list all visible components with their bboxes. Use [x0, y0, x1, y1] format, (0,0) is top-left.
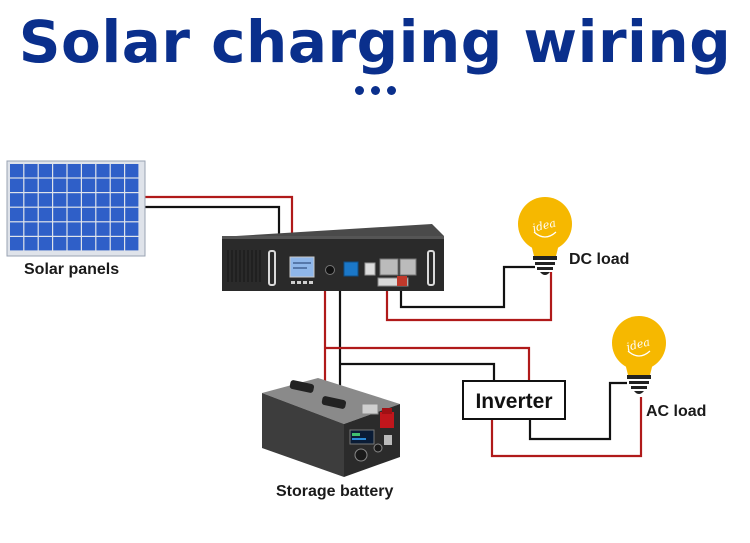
solar-cell — [24, 178, 38, 192]
solar-cell — [10, 164, 24, 178]
solar-cell — [125, 207, 139, 222]
dc-bulb-text: idea — [531, 216, 557, 234]
solar-cell — [125, 164, 139, 178]
solar-cell — [110, 207, 124, 222]
solar-cell — [53, 193, 67, 207]
dc-load-positive-wire — [385, 272, 553, 322]
solar-cell — [53, 207, 67, 222]
charge-controller — [222, 224, 444, 291]
solar-cell — [24, 237, 38, 251]
storage-battery — [262, 378, 400, 477]
inverter-positive-wire — [325, 346, 531, 381]
ac-load-label: AC load — [646, 403, 707, 420]
solar-cell — [24, 164, 38, 178]
solar-cell — [67, 164, 81, 178]
ac-load-negative-wire — [528, 381, 627, 441]
solar-cell — [10, 193, 24, 207]
solar-negative-wire — [145, 205, 281, 236]
solar-cell — [82, 193, 96, 207]
solar-cell — [125, 237, 139, 251]
solar-cell — [38, 164, 52, 178]
solar-cell — [96, 237, 110, 251]
solar-cell — [67, 222, 81, 236]
solar-cell — [67, 178, 81, 192]
solar-cell — [38, 193, 52, 207]
solar-cell — [110, 193, 124, 207]
solar-cell — [38, 178, 52, 192]
solar-cell — [53, 222, 67, 236]
solar-cell — [53, 164, 67, 178]
inverter-label: Inverter — [475, 390, 552, 413]
solar-cell — [38, 237, 52, 251]
solar-cell — [96, 193, 110, 207]
diagram-title: Solar charging wiring — [18, 8, 732, 76]
dc-load-bulb: idea — [518, 197, 572, 275]
solar-cell — [96, 164, 110, 178]
solar-cell — [125, 193, 139, 207]
ac-load-positive-wire — [490, 397, 643, 458]
separator-dot — [386, 86, 396, 95]
solar-cell — [96, 222, 110, 236]
solar-panel — [6, 160, 146, 257]
solar-positive-wire — [145, 195, 294, 236]
ac-bulb-text: idea — [625, 335, 651, 353]
solar-cell — [24, 222, 38, 236]
solar-cell — [10, 178, 24, 192]
solar-cell — [82, 222, 96, 236]
solar-cell — [82, 164, 96, 178]
solar-cell — [10, 207, 24, 222]
solar-cell — [67, 193, 81, 207]
inverter-box: Inverter — [462, 380, 566, 420]
solar-cells — [10, 164, 139, 251]
separator-dot — [370, 86, 380, 95]
solar-cell — [67, 237, 81, 251]
solar-cell — [96, 207, 110, 222]
solar-cell — [53, 237, 67, 251]
title-separator-dots — [0, 86, 750, 100]
solar-cell — [110, 178, 124, 192]
solar-panels-label: Solar panels — [24, 261, 120, 278]
inverter-negative-wire — [340, 362, 496, 381]
separator-dot — [354, 86, 364, 95]
solar-cell — [82, 237, 96, 251]
solar-cell — [24, 207, 38, 222]
wires — [145, 195, 643, 458]
ac-load-bulb: idea — [612, 316, 666, 394]
solar-cell — [67, 207, 81, 222]
solar-cell — [38, 207, 52, 222]
solar-cell — [82, 178, 96, 192]
solar-cell — [10, 222, 24, 236]
solar-cell — [10, 237, 24, 251]
dc-load-label: DC load — [569, 251, 630, 268]
controller-display — [289, 256, 315, 278]
solar-cell — [110, 164, 124, 178]
solar-cell — [53, 178, 67, 192]
solar-cell — [125, 178, 139, 192]
solar-cell — [82, 207, 96, 222]
solar-cell — [125, 222, 139, 236]
solar-cell — [24, 193, 38, 207]
dc-load-negative-wire — [399, 265, 535, 309]
storage-battery-label: Storage battery — [276, 483, 394, 500]
solar-cell — [110, 237, 124, 251]
solar-cell — [96, 178, 110, 192]
solar-cell — [110, 222, 124, 236]
solar-cell — [38, 222, 52, 236]
